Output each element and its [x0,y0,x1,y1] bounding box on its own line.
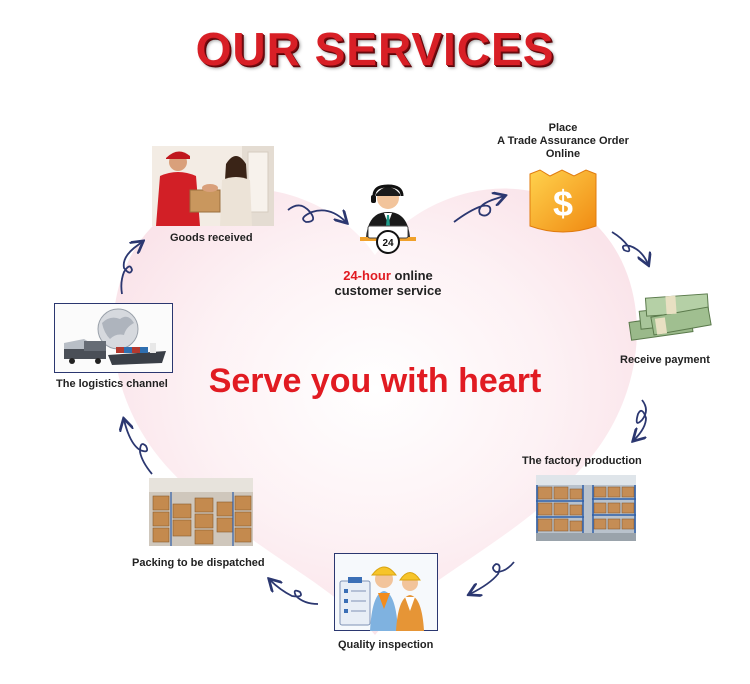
slogan: Serve you with heart [208,362,542,400]
step-label-factory-production: The factory production [522,455,642,467]
dollar-badge-icon: $ [529,169,597,233]
factory-warehouse-photo [536,475,636,541]
center-service-label: 24-hour online customer service [300,268,476,298]
badge-24-text: 24 [382,238,394,249]
step-label-receive-payment: Receive payment [620,354,710,366]
warehouse-boxes-photo [149,478,253,546]
step-label-packing: Packing to be dispatched [132,557,265,569]
dollar-sign-text: $ [553,183,573,224]
cash-stack-icon [628,293,712,341]
step-label-goods-received: Goods received [170,232,253,244]
order-line1: Place [548,122,578,134]
step-label-quality-inspection: Quality inspection [338,639,434,651]
handshake-photo [152,146,274,226]
center-highlight: 24-hour [343,268,391,283]
globe-logistics-photo [54,303,173,373]
customer-service-agent-icon: 24 [360,184,416,254]
step-label-logistics: The logistics channel [56,378,168,390]
inspectors-illustration [334,553,438,631]
order-line2: A Trade Assurance Order [497,135,629,147]
place-order-label: Place A Trade Assurance Order Online [470,122,656,161]
order-line3: Online [545,148,581,160]
center-line1-rest: online [390,268,433,283]
page-title: OUR SERVICES [195,23,555,75]
center-line2: customer service [334,283,442,298]
